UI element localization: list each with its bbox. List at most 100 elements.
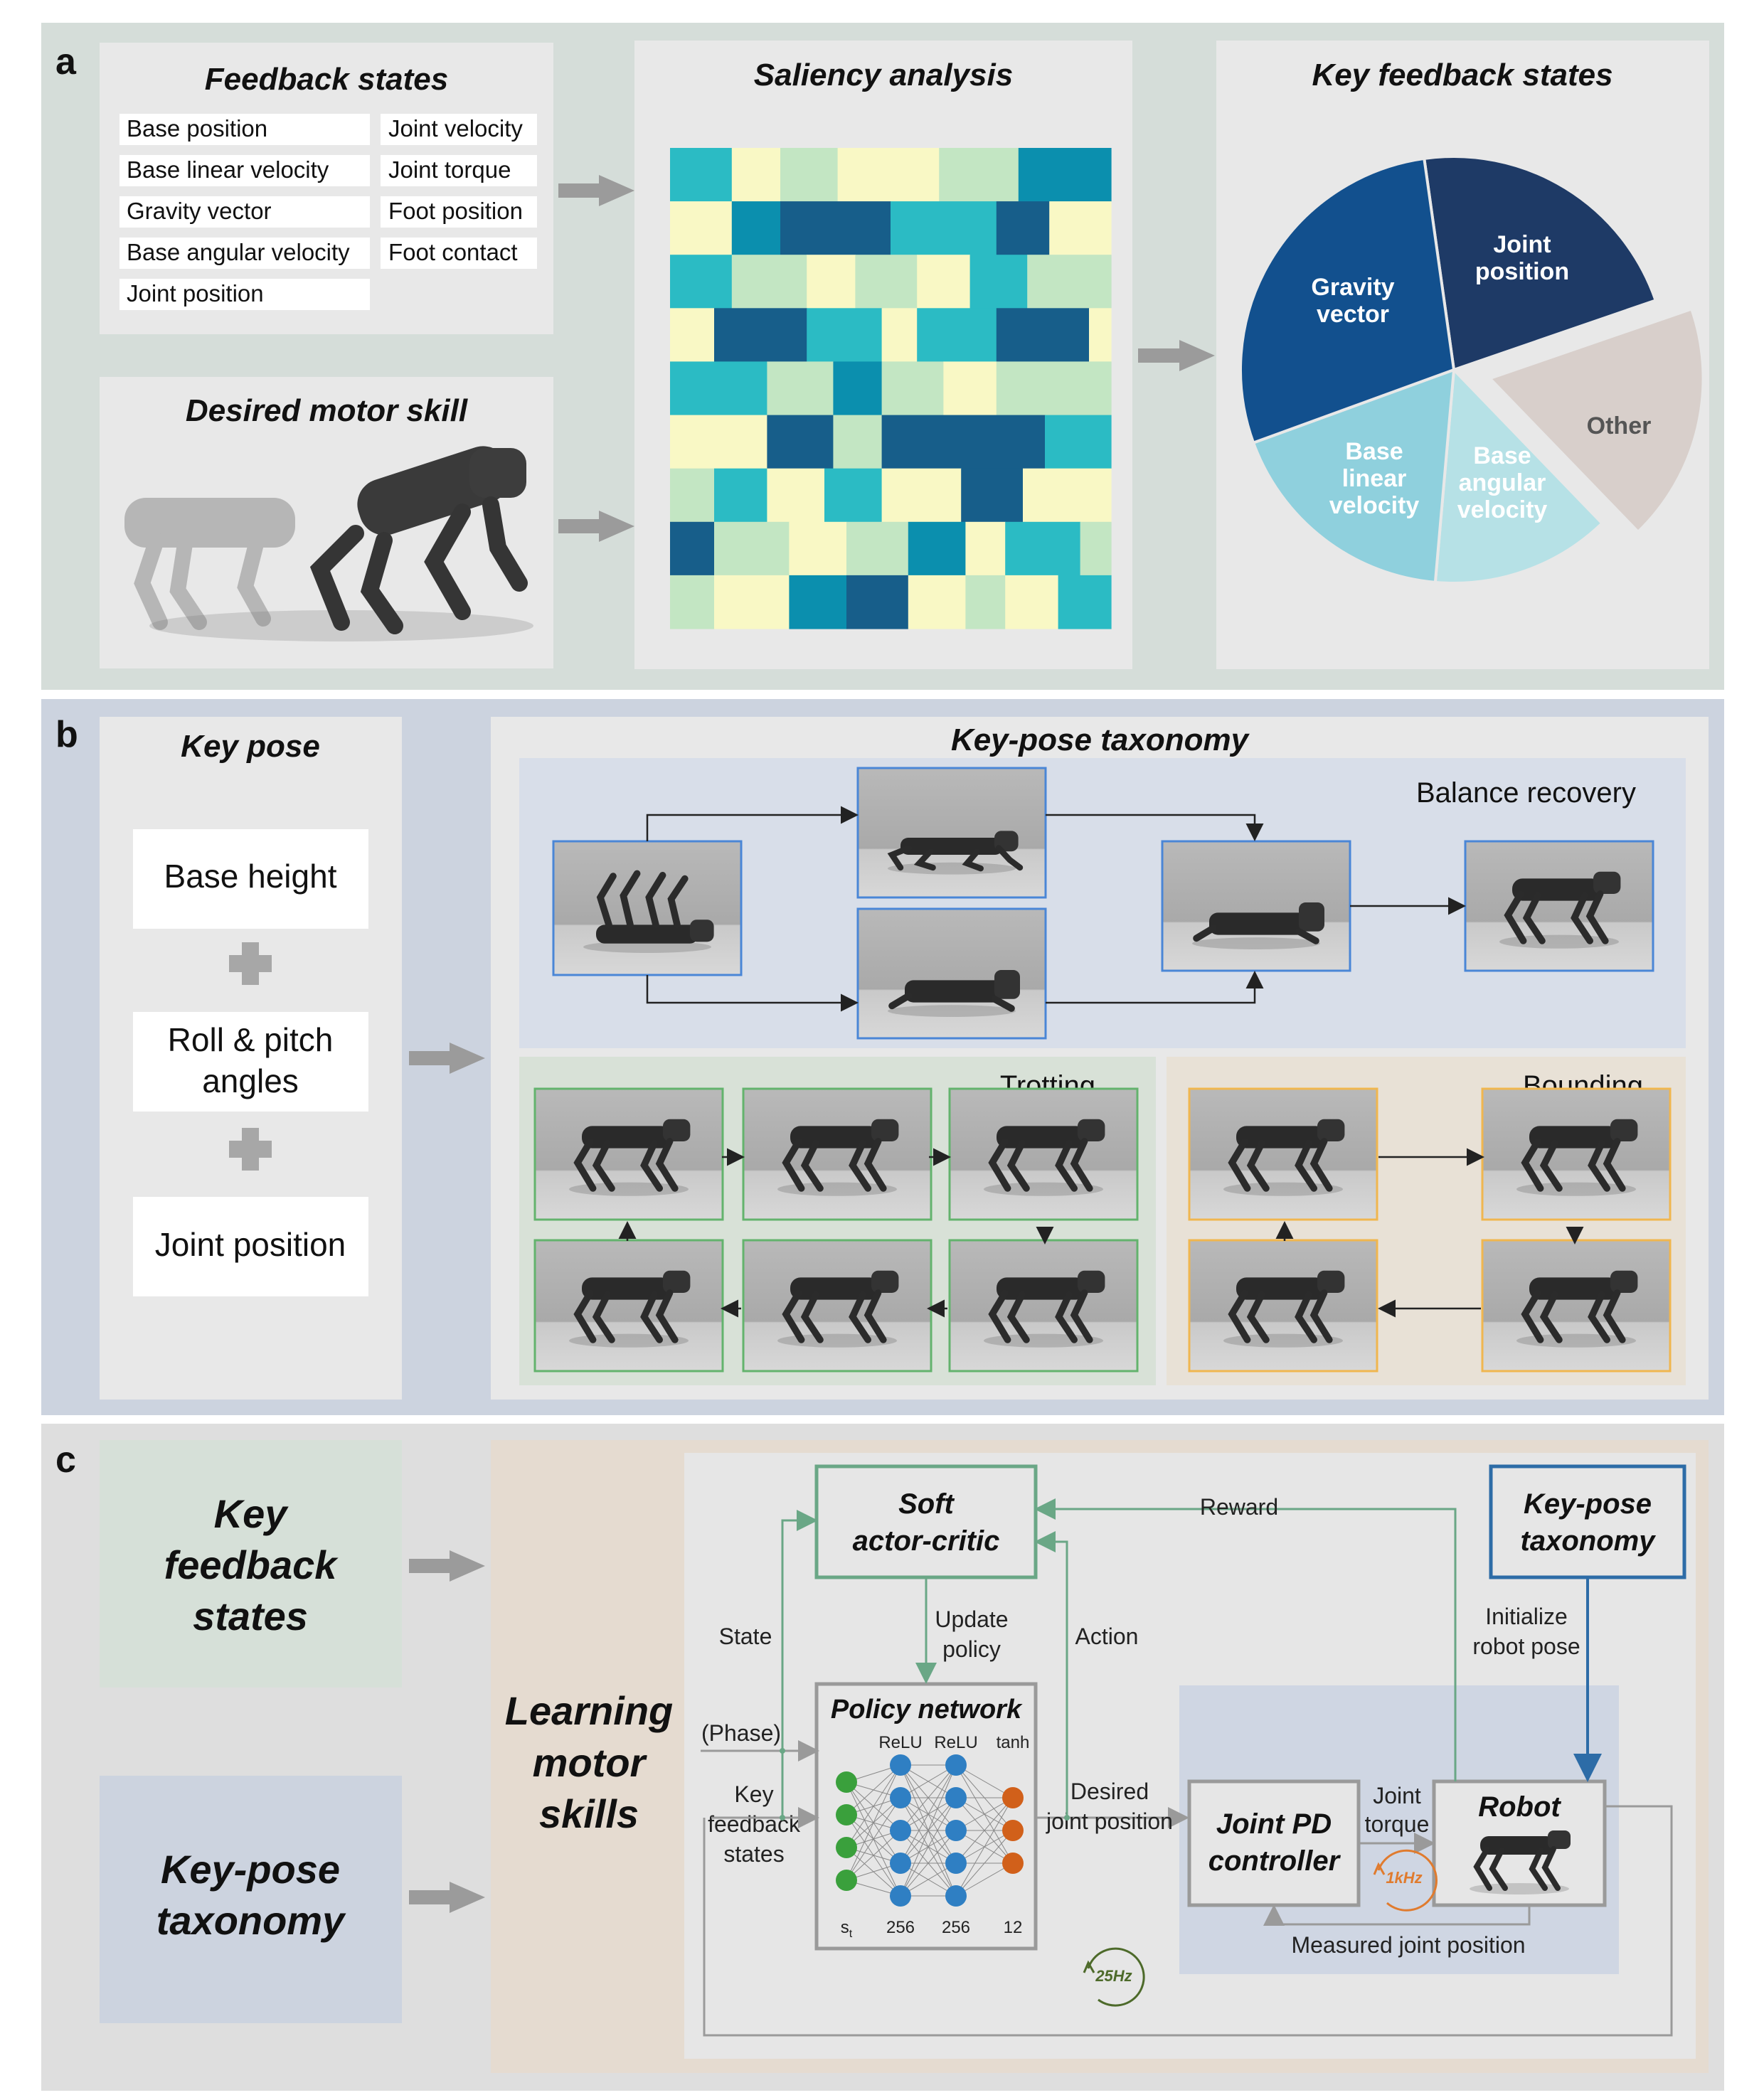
heatmap-cell bbox=[767, 361, 834, 416]
kpt-line1: Key-pose bbox=[161, 1847, 340, 1892]
measured-joint-position: Measured joint position bbox=[1291, 1932, 1525, 1958]
heatmap-cell bbox=[714, 521, 790, 576]
state-junction-1 bbox=[780, 1748, 785, 1754]
balance-frame-2 bbox=[856, 767, 1047, 899]
heatmap-cell bbox=[939, 148, 1019, 202]
key-fb-input-line2: feedback bbox=[708, 1811, 801, 1837]
heatmap-cell bbox=[670, 201, 733, 255]
pie-slice bbox=[1239, 156, 1456, 445]
kfs-line1: Key bbox=[214, 1491, 289, 1536]
reward-label: Reward bbox=[1200, 1494, 1278, 1520]
trotting-frame bbox=[948, 1087, 1139, 1221]
desired-skill-title: Desired motor skill bbox=[186, 393, 468, 428]
action-arrow bbox=[1034, 1531, 1068, 1818]
heatmap-cell bbox=[1005, 521, 1081, 576]
state-junction-2 bbox=[780, 1815, 785, 1821]
heatmap-cell bbox=[780, 201, 891, 255]
outer-loop-line bbox=[703, 1805, 1673, 2037]
desired-skill-box bbox=[100, 377, 553, 668]
roll-pitch-line1: Roll & pitch bbox=[168, 1021, 334, 1058]
joint-pd-controller-box bbox=[1187, 1779, 1361, 1907]
heatmap-cell bbox=[891, 201, 997, 255]
bounding-frame bbox=[1188, 1239, 1378, 1373]
pd-line1: Joint PD bbox=[1216, 1808, 1332, 1840]
heatmap-cell bbox=[881, 361, 944, 416]
nn-edge bbox=[846, 1764, 901, 1816]
balance-arrows bbox=[646, 806, 1466, 1012]
panel-c-letter: c bbox=[55, 1439, 76, 1481]
nn-node bbox=[1002, 1787, 1024, 1808]
nn-node bbox=[890, 1885, 911, 1907]
feedback-item: Base position bbox=[127, 115, 267, 142]
kfs-line3: states bbox=[193, 1594, 308, 1638]
heatmap-cell bbox=[670, 415, 767, 469]
pie-slice bbox=[1422, 155, 1658, 372]
nn-edge bbox=[900, 1764, 957, 1864]
nn-node bbox=[945, 1787, 967, 1808]
pie-label: Base bbox=[1345, 438, 1403, 465]
heatmap-cell bbox=[670, 308, 715, 362]
heatmap-cell bbox=[965, 575, 1006, 629]
update-line2: policy bbox=[942, 1636, 1001, 1662]
base-height-label: Base height bbox=[164, 858, 337, 895]
layer-size-input: st bbox=[841, 1918, 853, 1940]
feedback-item: Joint torque bbox=[388, 156, 511, 183]
heatmap-cell bbox=[881, 308, 918, 362]
pie-label: Gravity bbox=[1311, 274, 1394, 301]
nn-node bbox=[836, 1804, 857, 1825]
key-fb-input-line3: states bbox=[723, 1841, 784, 1867]
nn-node bbox=[836, 1837, 857, 1858]
sac-line1: Soft bbox=[898, 1488, 955, 1520]
arrow-head-1 bbox=[599, 175, 634, 206]
base-height-card bbox=[133, 829, 368, 929]
robot-motion-illustration bbox=[124, 446, 533, 641]
heatmap-cell bbox=[917, 308, 997, 362]
heatmap-cell bbox=[1027, 255, 1112, 309]
nn-node bbox=[945, 1754, 967, 1776]
feedback-item-card bbox=[119, 279, 370, 310]
heatmap-cell bbox=[1023, 468, 1112, 523]
loop-1khz-icon bbox=[1373, 1849, 1438, 1912]
soft-actor-critic-box bbox=[814, 1464, 1038, 1579]
heatmap-cell bbox=[670, 255, 733, 309]
feedback-item-card bbox=[119, 196, 370, 228]
key-feedback-title: Key feedback states bbox=[1312, 58, 1612, 92]
heatmap-cell bbox=[767, 468, 825, 523]
joint-position-label: Joint position bbox=[155, 1226, 346, 1263]
joint-torque-line1: Joint bbox=[1373, 1783, 1421, 1808]
nn-edge bbox=[846, 1797, 901, 1881]
nn-edge bbox=[846, 1830, 901, 1881]
heatmap-cell bbox=[714, 575, 790, 629]
pie-label: Other bbox=[1587, 412, 1652, 439]
freq-inner: 1kHz bbox=[1386, 1869, 1422, 1887]
key-pose-taxonomy-card bbox=[100, 1776, 402, 2023]
sac-line2: actor-critic bbox=[853, 1525, 1000, 1557]
action-junction bbox=[1064, 1815, 1070, 1821]
nn-node bbox=[945, 1820, 967, 1841]
saliency-heatmap bbox=[670, 148, 1112, 629]
feedback-item: Base angular velocity bbox=[127, 239, 350, 265]
feedback-item: Base linear velocity bbox=[127, 156, 329, 183]
nn-edge bbox=[900, 1797, 957, 1897]
heatmap-cell bbox=[670, 148, 733, 202]
feedback-item: Joint velocity bbox=[388, 115, 523, 142]
heatmap-cell bbox=[996, 361, 1112, 416]
joint-torque-line2: torque bbox=[1365, 1811, 1430, 1837]
heatmap-cell bbox=[837, 148, 940, 202]
nn-edge bbox=[900, 1830, 957, 1897]
heatmap-cell bbox=[780, 148, 839, 202]
layer-size-1: 256 bbox=[886, 1918, 915, 1937]
desired-line1: Desired bbox=[1070, 1779, 1149, 1804]
trotting-frame bbox=[533, 1239, 724, 1373]
heatmap-cell bbox=[767, 415, 834, 469]
heatmap-cell bbox=[1089, 308, 1112, 362]
key-feedback-pie: JointpositionOtherBaseangularvelocityBas… bbox=[1239, 155, 1705, 585]
arrow-head-5 bbox=[450, 1550, 485, 1582]
trotting-frame bbox=[742, 1239, 933, 1373]
nn-node bbox=[890, 1853, 911, 1874]
measured-feedback-arrow bbox=[1263, 1904, 1531, 1926]
learning-line3: skills bbox=[539, 1791, 639, 1836]
